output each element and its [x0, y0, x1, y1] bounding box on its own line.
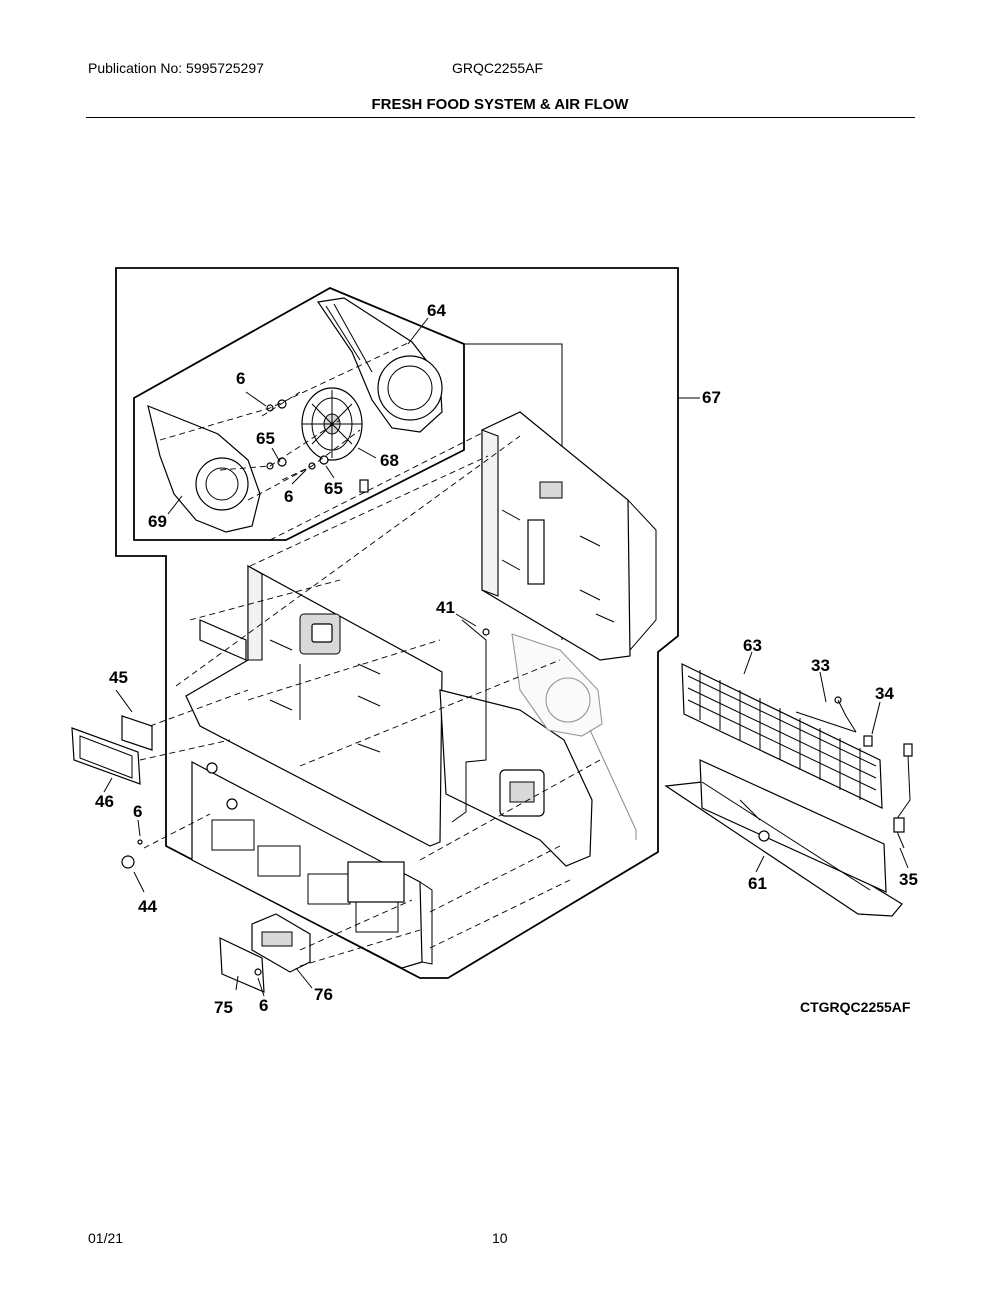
part-44-plug — [121, 855, 135, 869]
callout-46: 46 — [95, 792, 114, 811]
part-64-fan-housing — [316, 297, 443, 433]
part-35-harness — [893, 743, 913, 849]
callout-6-d: 6 — [259, 996, 268, 1015]
callout-67: 67 — [702, 388, 721, 407]
callout-6: 6 — [236, 369, 245, 388]
part-76-control-module — [251, 913, 311, 973]
publication-number: Publication No: 5995725297 — [88, 60, 264, 76]
callout-63: 63 — [743, 636, 762, 655]
part-33-heater — [795, 696, 857, 733]
callout-44: 44 — [138, 897, 157, 916]
callout-6-c: 6 — [133, 802, 142, 821]
ghost-fan-housing — [511, 633, 637, 840]
callout-41: 41 — [436, 598, 455, 617]
part-75-module-cover — [219, 937, 265, 993]
part-46-lens — [71, 727, 141, 785]
part-34-sensor — [863, 735, 873, 747]
callout-76: 76 — [314, 985, 333, 1004]
part-68-fan-blade — [301, 387, 369, 493]
callout-69: 69 — [148, 512, 167, 531]
part-61-drain-pan — [664, 759, 903, 917]
footer-date: 01/21 — [88, 1230, 124, 1246]
callout-75: 75 — [214, 998, 233, 1017]
diagram-code: CTGRQC2255AF — [800, 999, 911, 1015]
model-number: GRQC2255AF — [452, 60, 544, 76]
callout-45: 45 — [109, 668, 128, 687]
callout-33: 33 — [811, 656, 830, 675]
callout-35: 35 — [899, 870, 918, 889]
callout-61: 61 — [748, 874, 767, 893]
callout-34: 34 — [875, 684, 894, 703]
callout-6-b: 6 — [284, 487, 293, 506]
part-69-fan-housing-lower — [147, 405, 261, 533]
duct-channel — [439, 689, 593, 867]
fan-inset-frame — [133, 287, 465, 541]
upper-back-panel — [481, 411, 657, 661]
page-title: FRESH FOOD SYSTEM & AIR FLOW — [371, 96, 629, 113]
callout-65: 65 — [256, 429, 275, 448]
callout-68: 68 — [380, 451, 399, 470]
callout-65-b: 65 — [324, 479, 343, 498]
assembly-frame-67 — [115, 267, 679, 979]
part-45-light — [121, 715, 153, 751]
part-41-harness — [451, 619, 487, 823]
callout-64: 64 — [427, 301, 446, 320]
header-rule — [86, 117, 915, 118]
part-63-evaporator — [681, 663, 883, 809]
page-number: 10 — [492, 1230, 508, 1246]
lower-panel — [191, 761, 433, 969]
